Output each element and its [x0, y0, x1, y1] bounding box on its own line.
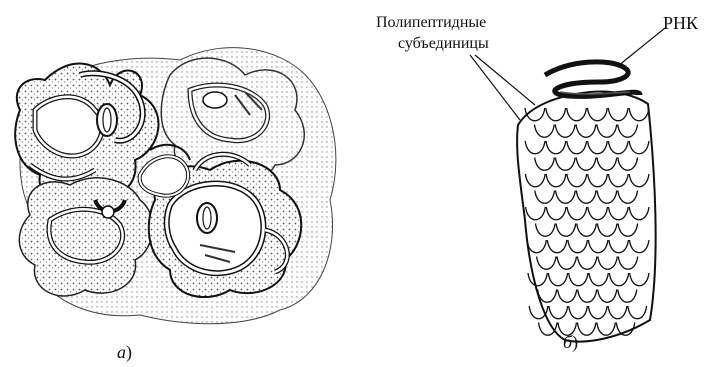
caption-left-paren: ): [126, 342, 132, 362]
caption-right: б): [563, 332, 578, 352]
virus-capsid-illustration: [470, 28, 665, 342]
label-polypeptide-line1: Полипептидные: [376, 14, 486, 32]
leader-line-polypeptide-1: [470, 55, 520, 120]
caption-left-letter: а: [117, 342, 126, 362]
label-polypeptide-line2: субъединицы: [398, 35, 489, 53]
capsid-rod-outline: [517, 92, 656, 342]
caption-left: а): [117, 342, 132, 362]
leader-line-polypeptide-2: [475, 55, 535, 105]
subunit-bottom-left: [19, 178, 152, 296]
label-rna: РНК: [663, 13, 698, 33]
caption-right-paren: ): [572, 332, 578, 352]
leader-line-rna: [618, 28, 665, 66]
protein-cluster-illustration: [15, 48, 336, 324]
caption-right-letter: б: [563, 332, 572, 352]
